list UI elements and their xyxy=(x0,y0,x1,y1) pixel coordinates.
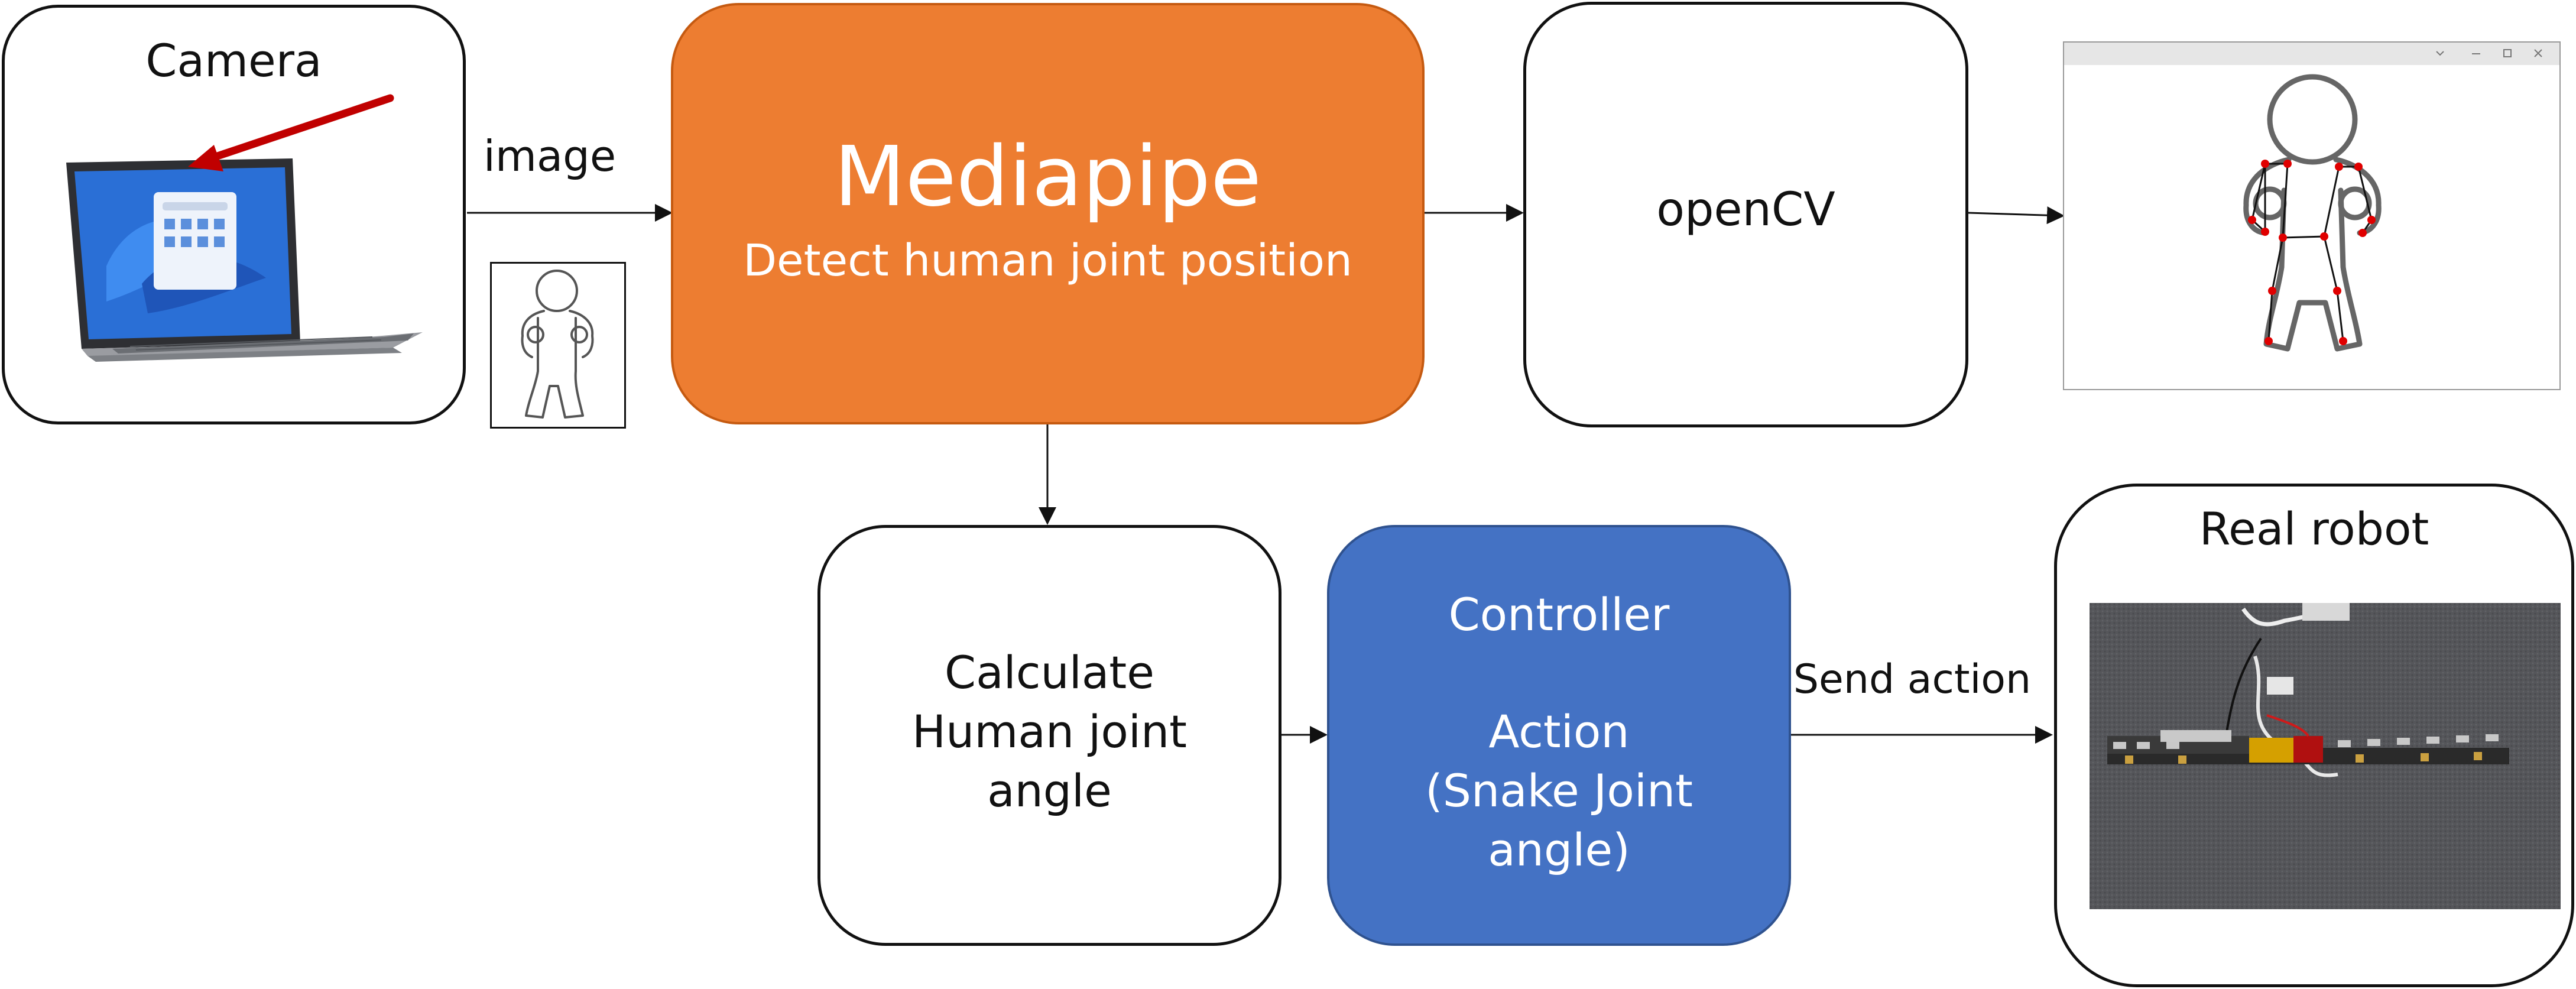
camera-label: Camera xyxy=(145,34,322,87)
edge-label-image: image xyxy=(483,131,617,181)
arrow-opencv-to-skeleton xyxy=(1968,206,2065,225)
controller-label-line1: Controller xyxy=(1448,588,1670,641)
edge-label-send-action: Send action xyxy=(1793,656,2032,703)
calculate-label-line1: Calculate xyxy=(945,646,1154,699)
laptop-icon xyxy=(66,158,423,362)
robot-photo xyxy=(2090,603,2561,909)
skeleton-window-frame xyxy=(2064,43,2559,352)
mediapipe-subtitle: Detect human joint position xyxy=(743,235,1352,286)
controller-label-line4: angle) xyxy=(1488,823,1630,876)
opencv-label: openCV xyxy=(1656,183,1835,236)
controller-node xyxy=(1327,525,1791,946)
controller-label-line3: (Snake Joint xyxy=(1425,764,1693,817)
real-robot-label: Real robot xyxy=(2199,502,2429,555)
skeleton-window xyxy=(2063,41,2561,390)
calculate-label-line2: Human joint xyxy=(912,705,1187,758)
person-figure-icon xyxy=(521,270,594,419)
person-thumbnail xyxy=(490,262,626,429)
controller-label-line2: Action xyxy=(1488,705,1630,758)
opencv-node xyxy=(1523,2,1968,427)
mediapipe-title: Mediapipe xyxy=(833,129,1262,225)
calculate-node xyxy=(817,525,1281,946)
mediapipe-node xyxy=(671,3,1425,424)
calculate-label-line3: angle xyxy=(987,764,1112,817)
pointer-arrow xyxy=(188,94,394,171)
